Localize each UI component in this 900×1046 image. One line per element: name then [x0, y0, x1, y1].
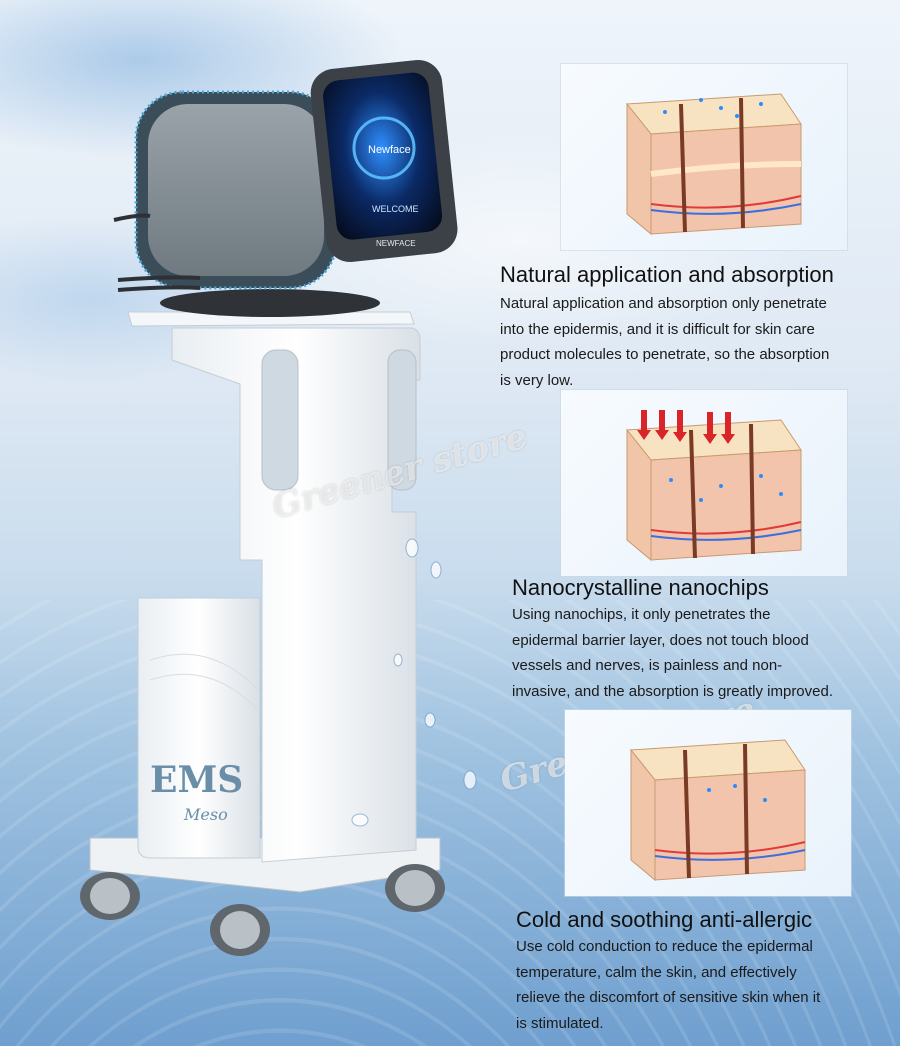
- feature-title-nanochips: Nanocrystalline nanochips: [512, 575, 769, 600]
- feature-body-cold: Use cold conduction to reduce the epider…: [516, 938, 821, 1032]
- skin-diagram-cold: [565, 710, 851, 896]
- wheel-left: [80, 872, 140, 920]
- feature-body-natural: Natural application and absorption only …: [500, 295, 830, 389]
- svg-text:Meso: Meso: [183, 805, 228, 824]
- ems-meso-device: Newface WELCOME NEWFACE EMS Meso: [80, 60, 477, 956]
- svg-text:EMS: EMS: [150, 759, 243, 801]
- skin-diagram-nanochips: [561, 390, 847, 576]
- svg-text:NEWFACE: NEWFACE: [376, 239, 416, 248]
- feature-body-nanochips: Using nanochips, it only penetrates the …: [512, 606, 834, 700]
- svg-text:Newface: Newface: [368, 144, 411, 156]
- svg-text:WELCOME: WELCOME: [372, 204, 419, 214]
- feature-title-cold: Cold and soothing anti-allergic: [516, 907, 812, 932]
- feature-title-natural: Natural application and absorption: [500, 262, 834, 287]
- skin-diagram-natural: [561, 64, 847, 250]
